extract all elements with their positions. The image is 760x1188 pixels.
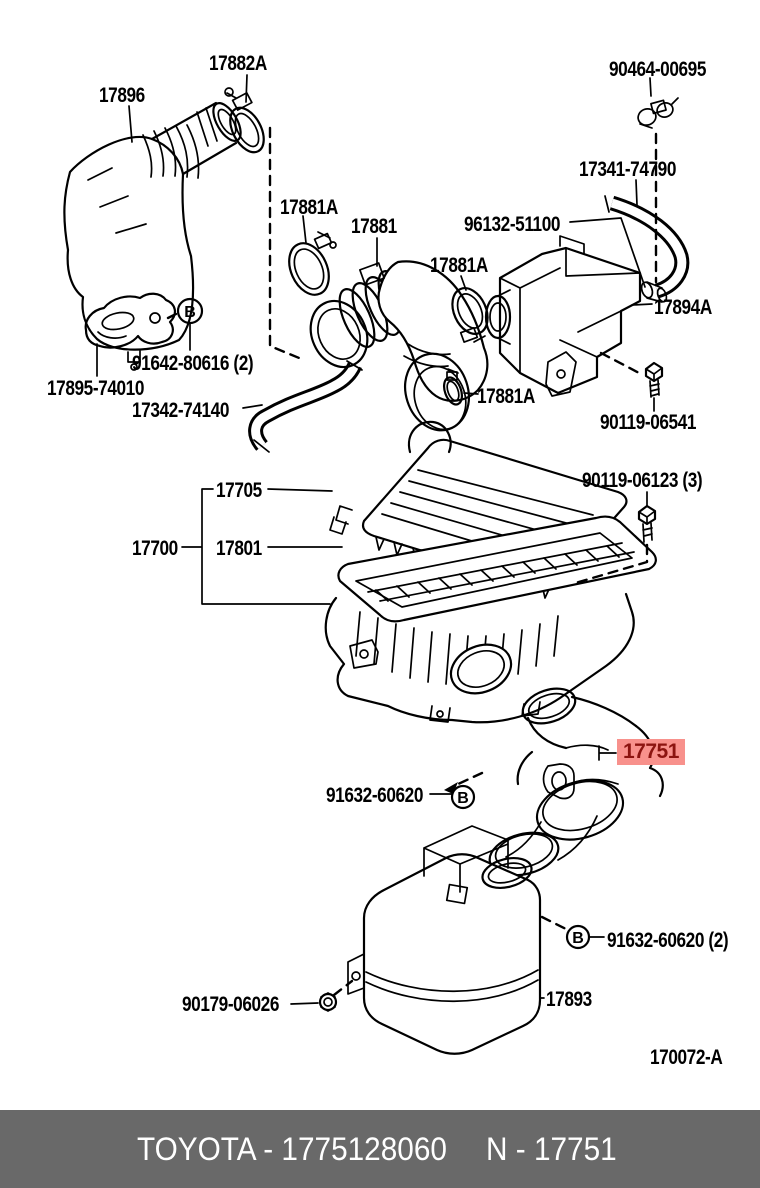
part-17342-hose-drawing [248,360,363,453]
part-label-91642-80616: 91642-80616 (2) [132,352,254,375]
part-label-96132-51100: 96132-51100 [464,213,561,236]
part-90119-06541-bolt-drawing [644,361,664,398]
part-label-91632-60620-2: 91632-60620 (2) [607,929,729,952]
part-17896-resonator-drawing [63,101,242,371]
part-label-90179-06026: 90179-06026 [182,993,280,1016]
part-label-17893: 17893 [546,988,592,1011]
label-leader-lines [96,74,655,1005]
part-label-17882a: 17882A [209,52,267,75]
footer-part-short-code: N - 17751 [486,1131,617,1167]
fastener-key-b-letter: B [572,930,584,947]
assembly-dashed-lines [166,126,658,997]
fastener-key-b-circle-1: B [176,297,204,325]
part-label-17700: 17700 [132,537,178,560]
part-label-17751-highlighted[interactable]: 17751 [617,739,685,765]
part-label-90464-00695: 90464-00695 [609,58,707,81]
fastener-key-b-letter: B [184,304,196,321]
part-17881-hose-drawing [309,260,489,432]
part-label-17801: 17801 [216,537,262,560]
fastener-key-b-circle-2: B [450,784,476,810]
part-17881a-clamps-drawing [288,231,489,406]
figure-code: 170072-A [650,1046,723,1069]
part-17893-resonator-drawing [347,815,598,1055]
part-90464-clamp-drawing [637,97,679,129]
part-label-17896: 17896 [99,84,145,107]
part-17894a-resonator-drawing [484,235,642,397]
part-90119-06123-bolt-drawing [637,504,657,543]
footer-bar: TOYOTA - 1775128060 N - 17751 [0,1110,760,1188]
part-17341-hose-drawing [604,195,690,299]
part-17700-air-cleaner-drawing [324,420,657,724]
part-90179-nut-drawing [318,992,338,1012]
fastener-key-b-letter: B [457,790,469,807]
part-label-17705: 17705 [216,479,262,502]
footer-brand-part-number: TOYOTA - 1775128060 [137,1131,447,1167]
part-label-17881a-3: 17881A [477,385,535,408]
part-label-17881a-2: 17881A [430,254,488,277]
part-label-17894a: 17894A [654,296,712,319]
arrowhead [444,782,458,794]
fastener-key-b-circle-3: B [565,924,591,950]
part-label-91632-60620: 91632-60620 [326,784,424,807]
part-17882a-clamp-drawing [224,87,265,154]
part-label-90119-06541: 90119-06541 [600,411,697,434]
part-label-17895-74010: 17895-74010 [47,377,145,400]
part-17751-duct-drawing [516,687,664,841]
part-label-17881: 17881 [351,215,397,238]
part-label-17341-74790: 17341-74790 [579,158,677,181]
part-label-17881a-1: 17881A [280,196,338,219]
part-label-90119-06123: 90119-06123 (3) [582,469,703,492]
part-label-17342-74140: 17342-74140 [132,399,230,422]
part-17895-bracket-drawing [84,292,176,349]
